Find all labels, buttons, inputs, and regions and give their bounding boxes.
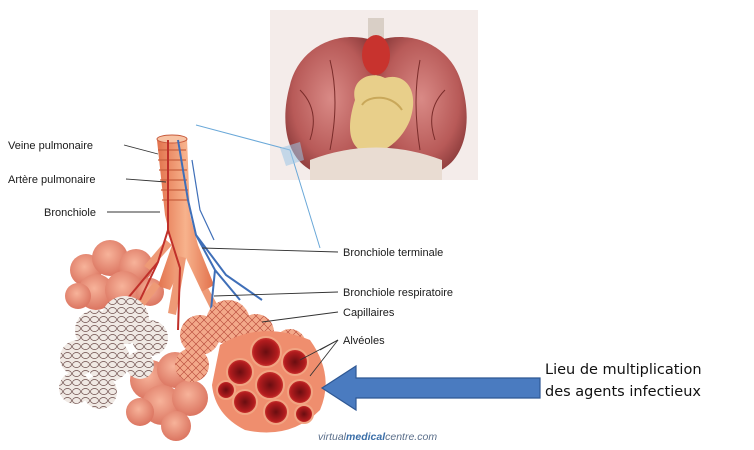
label-bronchiole: Bronchiole <box>44 207 96 219</box>
credit-suffix: centre.com <box>385 431 437 443</box>
alveoli-cutaway <box>212 331 326 432</box>
callout-line-2: des agents infectieux <box>545 381 754 403</box>
label-artere-pulmonaire: Artère pulmonaire <box>8 174 95 186</box>
label-veine-pulmonaire: Veine pulmonaire <box>8 140 93 152</box>
callout-text: Lieu de multiplication des agents infect… <box>545 359 754 403</box>
credit-highlight: medical <box>346 431 386 443</box>
label-bronchiole-respiratoire: Bronchiole respiratoire <box>343 287 453 299</box>
credit-prefix: virtual <box>318 431 347 443</box>
left-arrow <box>322 366 540 410</box>
credit-text: virtualmedicalcentre.com <box>318 431 437 443</box>
callout-line-1: Lieu de multiplication <box>545 359 754 381</box>
bronchial-tree-illustration <box>59 135 326 441</box>
label-capillaires: Capillaires <box>343 307 395 319</box>
label-bronchiole-terminale: Bronchiole terminale <box>343 247 443 259</box>
label-alveoles: Alvéoles <box>343 335 385 347</box>
